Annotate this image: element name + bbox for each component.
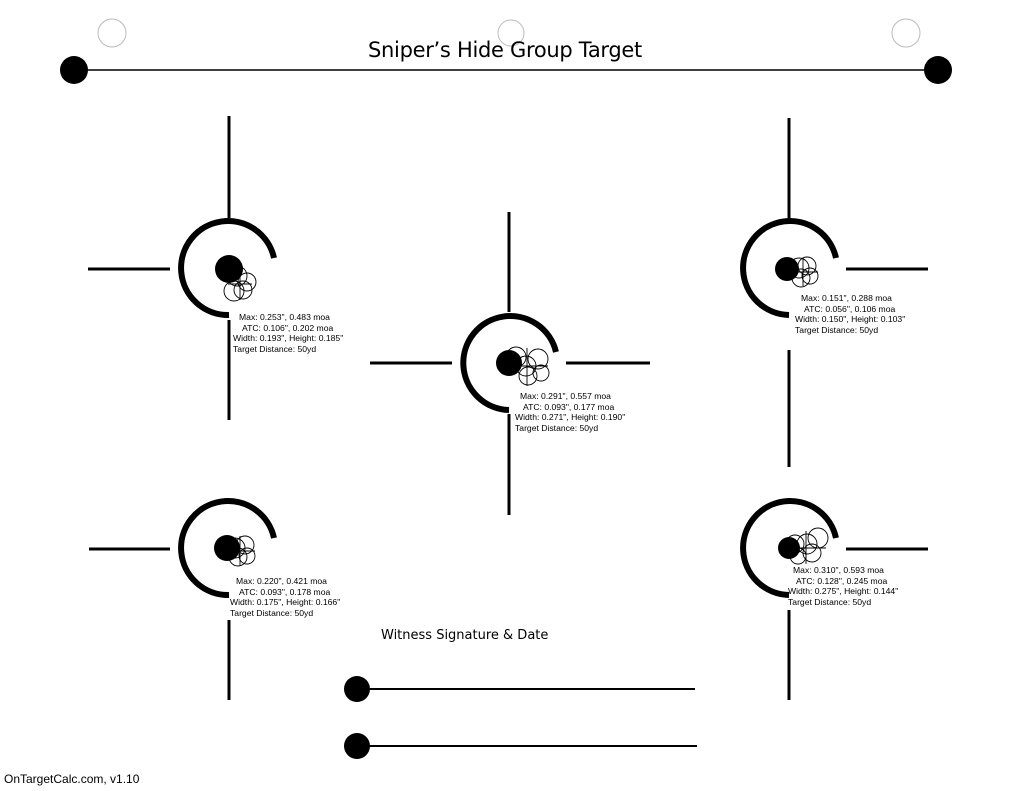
stat-distance: Target Distance: 50yd xyxy=(233,343,317,354)
shot-holes xyxy=(785,527,829,565)
stat-size: Width: 0.175", Height: 0.166" xyxy=(230,597,341,607)
group-stats-top-left: Max: 0.253", 0.483 moa ATC: 0.106", 0.20… xyxy=(233,312,343,354)
target-top-right xyxy=(740,118,928,467)
stat-atc: ATC: 0.106", 0.202 moa xyxy=(242,322,334,333)
stat-max: Max: 0.291", 0.557 moa xyxy=(520,391,611,401)
stat-max: Max: 0.253", 0.483 moa xyxy=(239,312,330,322)
target-bottom-right xyxy=(740,498,928,700)
stat-size: Width: 0.150", Height: 0.103" xyxy=(795,314,906,324)
stat-atc: ATC: 0.056", 0.106 moa xyxy=(804,303,896,314)
date-line-dot xyxy=(344,733,370,759)
aiming-ring xyxy=(740,218,839,318)
stat-distance: Target Distance: 50yd xyxy=(230,607,314,618)
footer-credit: OnTargetCalc.com, v1.10 xyxy=(4,772,140,786)
stat-max: Max: 0.220", 0.421 moa xyxy=(236,576,327,586)
signature-line-dot xyxy=(344,676,370,702)
shot-holes xyxy=(223,265,257,302)
stat-distance: Target Distance: 50yd xyxy=(795,324,879,335)
group-stats-center: Max: 0.291", 0.557 moa ATC: 0.093", 0.17… xyxy=(515,391,625,433)
witness-label: Witness Signature & Date xyxy=(381,628,549,643)
aiming-ring xyxy=(178,218,277,319)
target-top-left xyxy=(88,116,277,420)
aiming-dot xyxy=(775,257,799,281)
punch-hole-right xyxy=(891,18,921,48)
shot-holes xyxy=(788,256,819,288)
header-dot-right xyxy=(924,56,952,84)
stat-atc: ATC: 0.128", 0.245 moa xyxy=(796,575,888,586)
aiming-dot xyxy=(215,255,243,283)
aiming-ring xyxy=(740,498,839,598)
aiming-dot xyxy=(214,535,240,561)
stat-size: Width: 0.271", Height: 0.190" xyxy=(515,412,626,422)
header-dot-left xyxy=(60,56,88,84)
stat-size: Width: 0.193", Height: 0.185" xyxy=(233,333,344,343)
page-title: Sniper’s Hide Group Target xyxy=(368,38,642,62)
shot-holes xyxy=(224,535,256,567)
group-stats-bottom-right: Max: 0.310", 0.593 moa ATC: 0.128", 0.24… xyxy=(788,565,898,607)
shot-holes xyxy=(505,346,550,386)
stat-distance: Target Distance: 50yd xyxy=(788,596,872,607)
punch-hole-center xyxy=(497,19,525,47)
aiming-dot xyxy=(496,350,522,376)
stat-max: Max: 0.151", 0.288 moa xyxy=(801,293,892,303)
group-stats-top-right: Max: 0.151", 0.288 moa ATC: 0.056", 0.10… xyxy=(795,293,905,335)
punch-hole-left xyxy=(97,18,127,48)
stat-atc: ATC: 0.093", 0.177 moa xyxy=(523,401,615,412)
target-bottom-left xyxy=(89,498,277,700)
stat-atc: ATC: 0.093", 0.178 moa xyxy=(239,586,331,597)
target-center xyxy=(370,212,650,515)
group-stats-bottom-left: Max: 0.220", 0.421 moa ATC: 0.093", 0.17… xyxy=(230,576,340,618)
aiming-ring xyxy=(178,498,277,599)
stat-max: Max: 0.310", 0.593 moa xyxy=(793,565,884,575)
aiming-ring xyxy=(460,313,559,413)
stat-size: Width: 0.275", Height: 0.144" xyxy=(788,586,899,596)
stat-distance: Target Distance: 50yd xyxy=(515,422,599,433)
